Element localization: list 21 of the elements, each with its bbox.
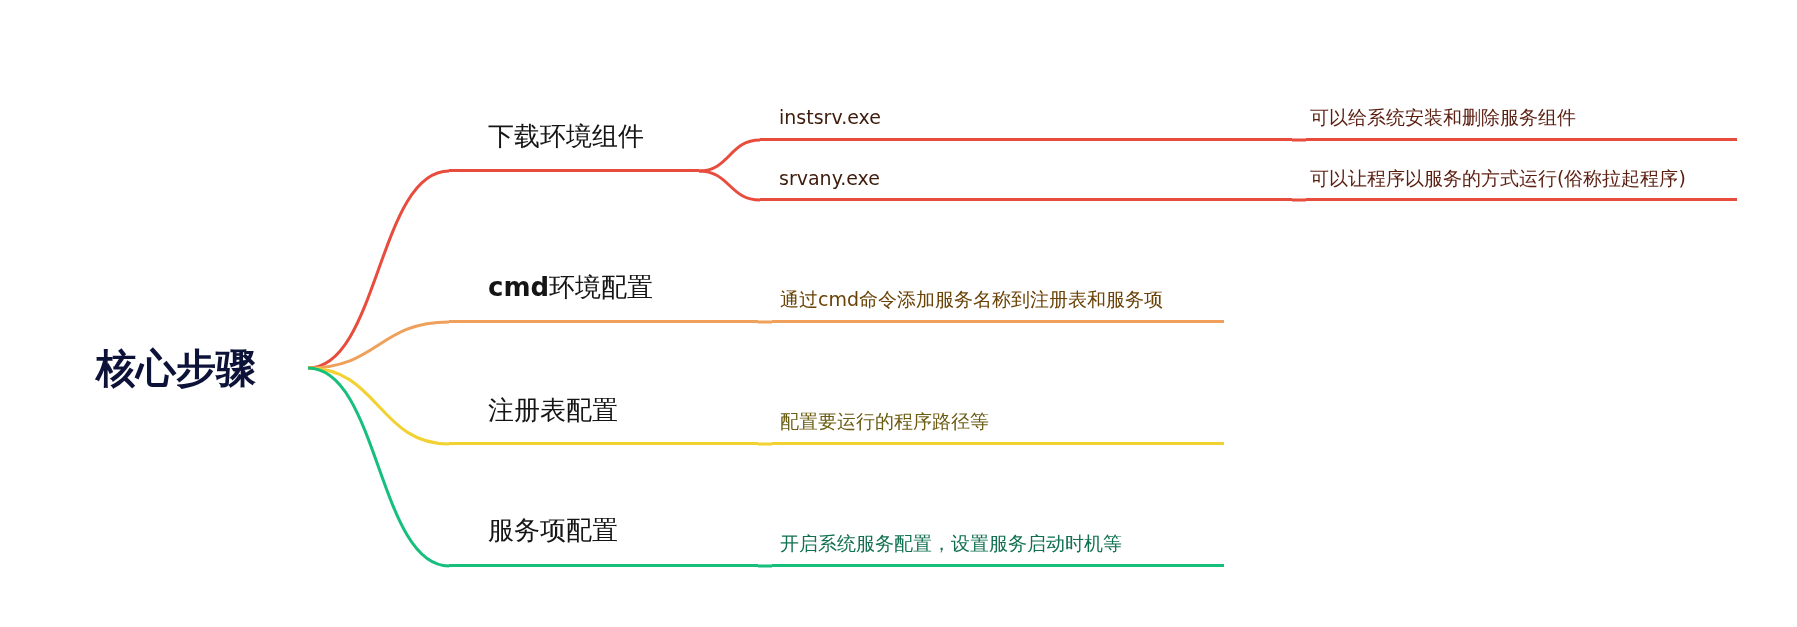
branch-line	[698, 138, 761, 173]
underlined-note: 可以给系统安装和删除服务组件	[1306, 104, 1737, 142]
branch-line	[1292, 198, 1306, 202]
branch-line	[307, 320, 450, 370]
underlined-topic: 注册表配置	[449, 394, 758, 446]
branch-line	[1292, 138, 1306, 142]
branch-line	[698, 169, 761, 202]
branch-line	[758, 442, 772, 446]
underlined-note: 可以让程序以服务的方式运行(俗称拉起程序)	[1306, 165, 1737, 202]
underlined-topic: instsrv.exe	[760, 104, 1292, 142]
underlined-topic: srvany.exe	[760, 165, 1292, 202]
branch-line	[307, 366, 450, 568]
underlined-topic: 下载环境组件	[449, 120, 699, 173]
underlined-topic: 服务项配置	[449, 514, 758, 568]
underlined-note: 开启系统服务配置，设置服务启动时机等	[772, 530, 1224, 568]
underlined-topic: cmd环境配置	[449, 271, 758, 324]
branch-line	[758, 320, 772, 324]
central-topic: 核心步骤	[92, 342, 308, 394]
underlined-note: 通过cmd命令添加服务名称到注册表和服务项	[772, 286, 1224, 324]
branch-line	[758, 564, 772, 568]
underlined-note: 配置要运行的程序路径等	[772, 408, 1224, 446]
